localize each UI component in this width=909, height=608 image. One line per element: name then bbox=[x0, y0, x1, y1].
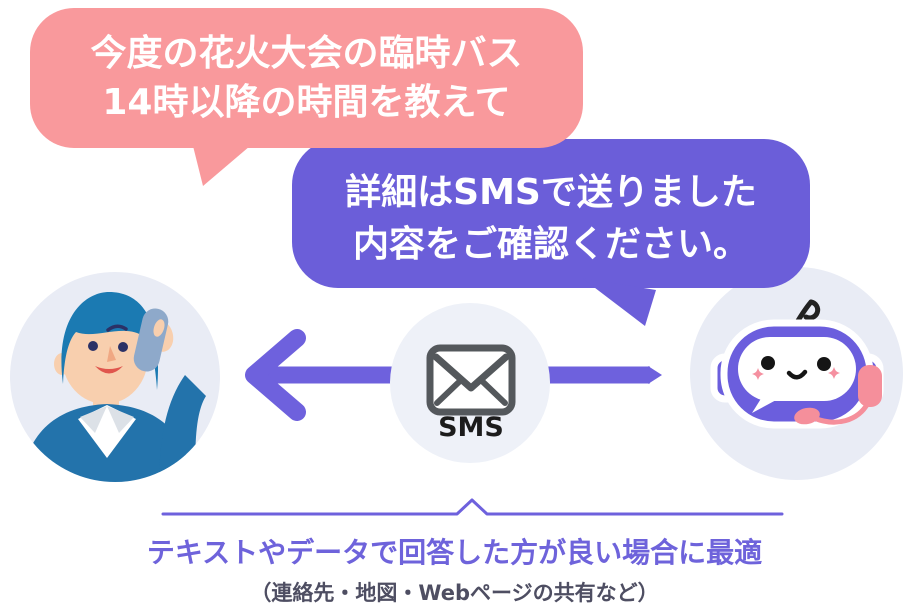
sms-label: SMS bbox=[438, 412, 504, 443]
caption-subtitle: （連絡先・地図・Webページの共有など） bbox=[250, 581, 659, 605]
sms-badge: SMS bbox=[426, 344, 516, 443]
user-message-bubble: 今度の花火大会の臨時バス 14時以降の時間を教えて bbox=[30, 8, 583, 148]
headset-icon bbox=[794, 365, 882, 425]
caption-title: テキストやデータで回答した方が良い場合に最適 bbox=[146, 536, 763, 569]
upward-caret-divider bbox=[161, 498, 784, 516]
person-hair bbox=[61, 292, 159, 390]
user-message-line2: 14時以降の時間を教えて bbox=[102, 82, 511, 123]
user-message-line1: 今度の花火大会の臨時バス bbox=[90, 33, 523, 74]
caller-avatar-circle bbox=[10, 272, 220, 482]
bot-message-bubble: 詳細はSMSで送りました 内容をご確認ください。 bbox=[292, 139, 810, 288]
bot-message-line2: 内容をご確認ください。 bbox=[352, 223, 749, 265]
user-bubble-tail bbox=[193, 146, 250, 186]
envelope-icon bbox=[426, 344, 516, 416]
bot-message-line1: 詳細はSMSで送りました bbox=[345, 171, 757, 213]
person-on-phone-illustration bbox=[22, 292, 206, 482]
sms-badge-circle: SMS bbox=[390, 303, 550, 463]
chatbot-avatar-circle bbox=[690, 267, 903, 480]
chatbot-illustration bbox=[710, 299, 884, 429]
bot-bubble-tail bbox=[582, 278, 656, 326]
